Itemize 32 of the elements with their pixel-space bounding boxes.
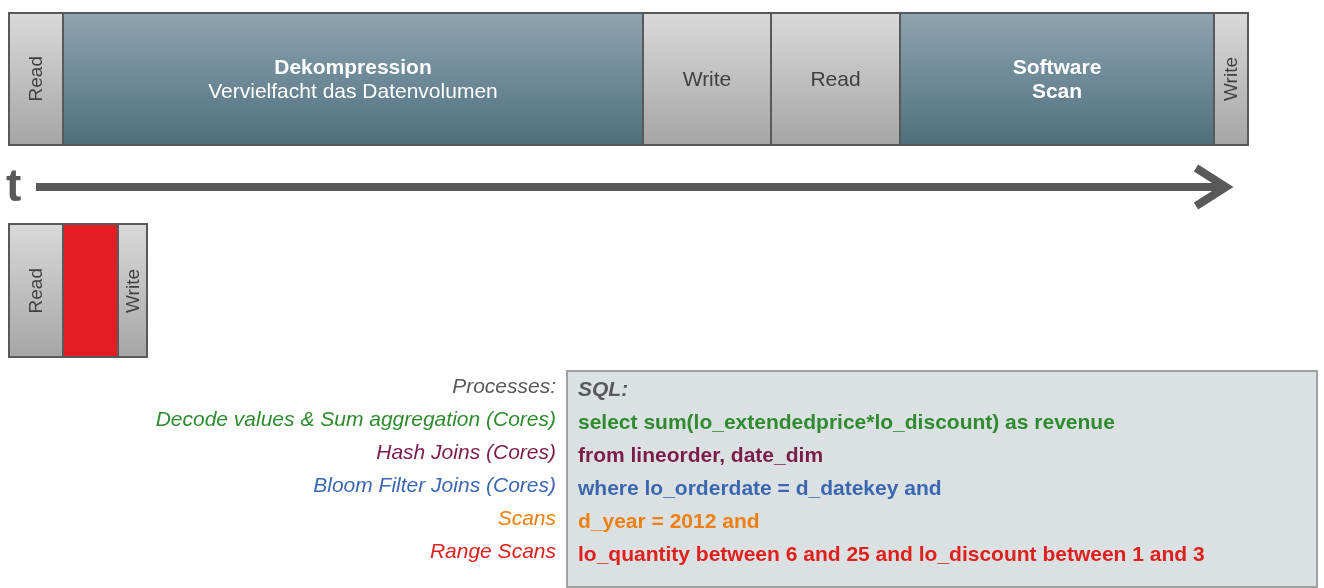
io-block [770, 12, 901, 146]
io-block [8, 12, 64, 146]
sql-line: from lineorder, date_dim [578, 442, 824, 468]
sql-line: select sum(lo_extendedprice*lo_discount) as revenue [578, 409, 1115, 435]
sql-panel [566, 370, 1318, 588]
block-label: Dekompression [274, 55, 432, 79]
block-label: Write [682, 67, 732, 91]
block-label: Read [810, 67, 861, 91]
process-label: Scans [497, 506, 556, 530]
block-label: Read [25, 267, 47, 314]
panel-heading: SQL: [578, 376, 629, 402]
io-block [642, 12, 772, 146]
process-label: Bloom Filter Joins (Cores) [313, 473, 556, 497]
io-block [1213, 12, 1249, 146]
column-heading: Processes: [452, 374, 556, 398]
sql-line: where lo_orderdate = d_datekey and [578, 475, 942, 501]
block-label: Software Scan [1011, 55, 1103, 103]
block-subtitle: Vervielfacht das Datenvolumen [208, 79, 498, 103]
accelerator-block [62, 223, 119, 358]
process-label: Decode values & Sum aggregation (Cores) [155, 407, 556, 431]
block-label: Write [121, 268, 144, 313]
process-block [62, 12, 644, 146]
io-block [117, 223, 148, 358]
process-block [899, 12, 1215, 146]
block-label: Write [1220, 57, 1242, 101]
sql-line: d_year = 2012 and [578, 508, 760, 534]
process-label: Hash Joins (Cores) [376, 440, 556, 464]
process-label: Range Scans [429, 539, 556, 563]
sql-line: lo_quantity between 6 and 25 and lo_discount between 1 and 3 [578, 541, 1205, 567]
block-label: Read [25, 56, 47, 102]
time-label: t [6, 160, 22, 210]
io-block [8, 223, 64, 358]
